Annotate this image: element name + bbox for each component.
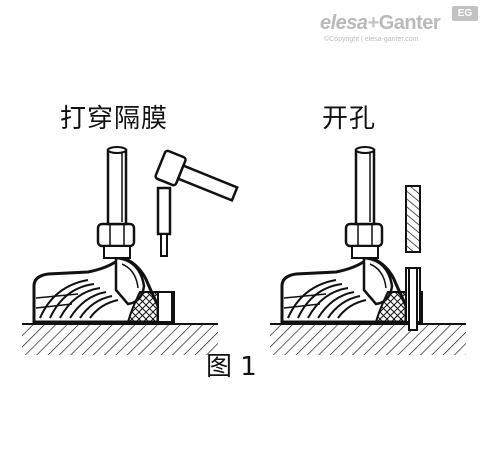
drill-bit: [405, 185, 421, 253]
brand-plus: +: [367, 12, 380, 34]
punch-tool: [156, 186, 172, 236]
leveling-foot-right: [268, 145, 468, 357]
elesa-ganter-logo: elesa+Ganter EG ©Copyright | elesa-gante…: [318, 6, 484, 48]
drill-shank: [408, 267, 418, 331]
punch-tip: [160, 233, 168, 257]
step-label-drill-hole: 开孔: [322, 104, 377, 134]
step-label-pierce-membrane: 打穿隔膜: [60, 104, 169, 134]
brand-ganter: Ganter: [378, 12, 441, 34]
figure-caption: 图 1: [206, 352, 257, 382]
eg-badge: EG: [452, 6, 478, 21]
brand-name: elesa+Ganter: [320, 12, 441, 35]
copyright-text: ©Copyright | elesa-ganter.com: [324, 36, 419, 43]
right-panel: [268, 145, 468, 357]
brand-elesa: elesa: [320, 12, 368, 34]
left-panel: [20, 145, 220, 357]
hammer-icon: [154, 149, 239, 202]
